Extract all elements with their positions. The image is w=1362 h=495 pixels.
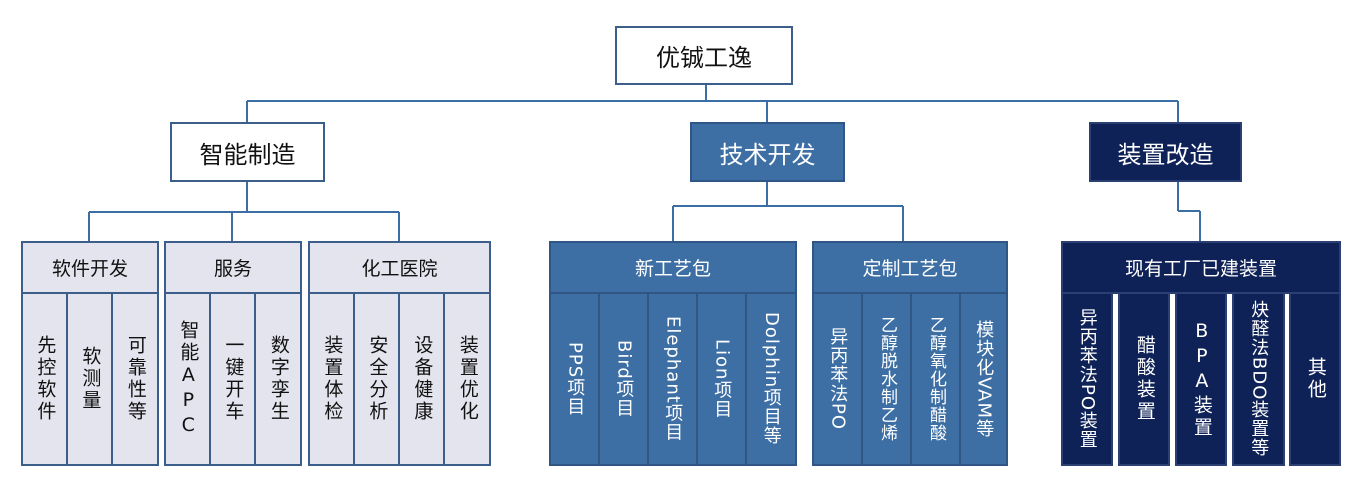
item-one-key-startup: 一键开车 bbox=[209, 292, 256, 466]
item-unit-inspection: 装置体检 bbox=[308, 292, 355, 466]
item-modular-vam: 模块化VAM等 bbox=[959, 292, 1008, 466]
item-acetic-acid-unit: 醋酸装置 bbox=[1118, 292, 1170, 466]
item-pps-project: PPS项目 bbox=[549, 292, 600, 466]
group-new-process-package: 新工艺包 bbox=[549, 241, 797, 294]
item-unit-optimization: 装置优化 bbox=[443, 292, 491, 466]
group-services: 服务 bbox=[164, 241, 302, 294]
branch-intelligent-manufacturing: 智能制造 bbox=[170, 122, 325, 182]
group-software-development: 软件开发 bbox=[21, 241, 159, 294]
root-node: 优铖工逸 bbox=[615, 26, 793, 85]
branch-technology-development: 技术开发 bbox=[690, 122, 845, 182]
group-custom-process-package: 定制工艺包 bbox=[812, 241, 1008, 294]
item-cumene-po: 异丙苯法PO bbox=[812, 292, 863, 466]
item-bpa-unit: BPA装置 bbox=[1175, 292, 1227, 466]
item-cumene-po-unit: 异丙苯法PO装置 bbox=[1061, 292, 1113, 466]
item-bird-project: Bird项目 bbox=[598, 292, 649, 466]
item-bdo-unit: 炔醛法BDO装置等 bbox=[1232, 292, 1285, 466]
branch-plant-retrofit: 装置改造 bbox=[1089, 122, 1242, 182]
item-apc-software: 先控软件 bbox=[21, 292, 68, 466]
item-elephant-project: Elephant项目 bbox=[647, 292, 698, 466]
item-equipment-health: 设备健康 bbox=[398, 292, 445, 466]
item-soft-sensor: 软测量 bbox=[66, 292, 113, 466]
group-chemical-hospital: 化工医院 bbox=[308, 241, 491, 294]
item-smart-apc: 智能APC bbox=[164, 292, 211, 466]
item-digital-twin: 数字孪生 bbox=[254, 292, 302, 466]
item-lion-project: Lion项目 bbox=[696, 292, 747, 466]
item-dolphin-project: Dolphin项目等 bbox=[745, 292, 797, 466]
item-others: 其他 bbox=[1289, 292, 1341, 466]
item-reliability: 可靠性等 bbox=[111, 292, 159, 466]
group-existing-plant-units: 现有工厂已建装置 bbox=[1061, 241, 1341, 294]
item-ethanol-dehydration: 乙醇脱水制乙烯 bbox=[861, 292, 912, 466]
item-ethanol-oxidation: 乙醇氧化制醋酸 bbox=[910, 292, 961, 466]
item-safety-analysis: 安全分析 bbox=[353, 292, 400, 466]
